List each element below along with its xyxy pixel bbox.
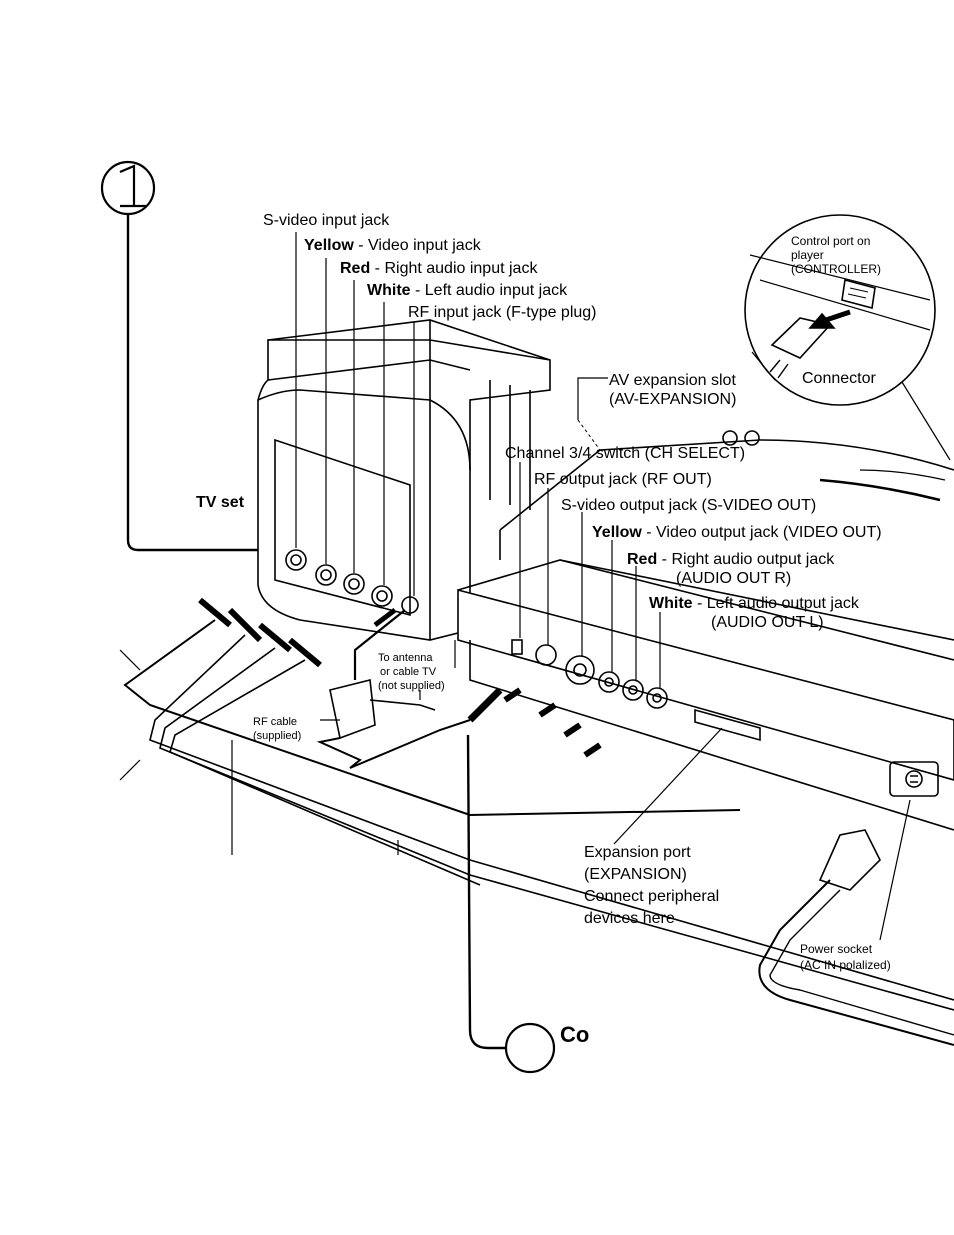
- control-port-label-3: (CONTROLLER): [791, 262, 882, 276]
- red-output-sub-label: (AUDIO OUT R): [676, 570, 792, 587]
- antenna-label-2: or cable TV: [380, 666, 437, 678]
- tv-red-input-label: Red - Right audio input jack: [340, 260, 537, 278]
- step-two-heading: Co: [560, 1022, 590, 1047]
- white-output-sub-label: (AUDIO OUT L): [711, 614, 824, 631]
- antenna-label-1: To antenna: [378, 652, 433, 664]
- svideo-output-label: S-video output jack (S-VIDEO OUT): [561, 497, 817, 514]
- red-output-label: Red - Right audio output jack: [627, 551, 834, 569]
- step-one-marker: [100, 160, 262, 552]
- expansion-label-1: Expansion port: [584, 844, 691, 861]
- yellow-output-word: Yellow: [592, 524, 642, 541]
- red-output-rest: - Right audio output jack: [657, 551, 835, 568]
- tv-white-word: White: [367, 282, 411, 299]
- step-two-marker: [466, 734, 556, 1074]
- expansion-label-3: Connect peripheral: [584, 888, 720, 905]
- white-output-label: White - Left audio output jack: [649, 595, 859, 613]
- connector-label: Connector: [802, 370, 876, 387]
- rf-cable-label-1: RF cable: [253, 716, 298, 728]
- av-slot-label-2: (AV-EXPANSION): [609, 391, 737, 408]
- tv-set-label: TV set: [196, 494, 245, 511]
- expansion-label-2: (EXPANSION): [584, 866, 687, 883]
- power-socket-label-2: (AC IN polalized): [800, 958, 891, 972]
- tv-yellow-word: Yellow: [304, 237, 354, 254]
- controller-inset: [744, 214, 951, 461]
- player-unit: [457, 377, 954, 941]
- cable-bundle: [119, 597, 954, 1046]
- tv-yellow-rest: - Video input jack: [353, 237, 481, 254]
- tv-red-rest: - Right audio input jack: [370, 260, 538, 277]
- rf-output-label: RF output jack (RF OUT): [534, 471, 712, 488]
- tv-yellow-input-label: Yellow - Video input jack: [304, 237, 481, 255]
- antenna-label-3: (not supplied): [378, 680, 445, 692]
- yellow-output-label: Yellow - Video output jack (VIDEO OUT): [592, 524, 882, 542]
- control-port-label-1: Control port on: [791, 234, 871, 248]
- yellow-output-rest: - Video output jack (VIDEO OUT): [641, 524, 882, 541]
- tv-white-input-label: White - Left audio input jack: [367, 282, 567, 300]
- white-output-rest: - Left audio output jack: [692, 595, 859, 612]
- tv-red-word: Red: [340, 260, 371, 277]
- tv-white-rest: - Left audio input jack: [410, 282, 568, 299]
- tv-svideo-input-label: S-video input jack: [263, 212, 390, 229]
- tv-rf-input-label: RF input jack (F-type plug): [408, 304, 597, 321]
- ch-switch-label: Channel 3/4 switch (CH SELECT): [505, 445, 746, 462]
- white-output-word: White: [649, 595, 693, 612]
- control-port-label-2: player: [791, 248, 824, 262]
- red-output-word: Red: [627, 551, 658, 568]
- expansion-label-4: devices here: [584, 910, 675, 927]
- rf-cable-label-2: (supplied): [253, 730, 302, 742]
- tv-set: [257, 232, 551, 641]
- power-socket-label-1: Power socket: [800, 942, 873, 956]
- av-slot-label-1: AV expansion slot: [609, 372, 736, 389]
